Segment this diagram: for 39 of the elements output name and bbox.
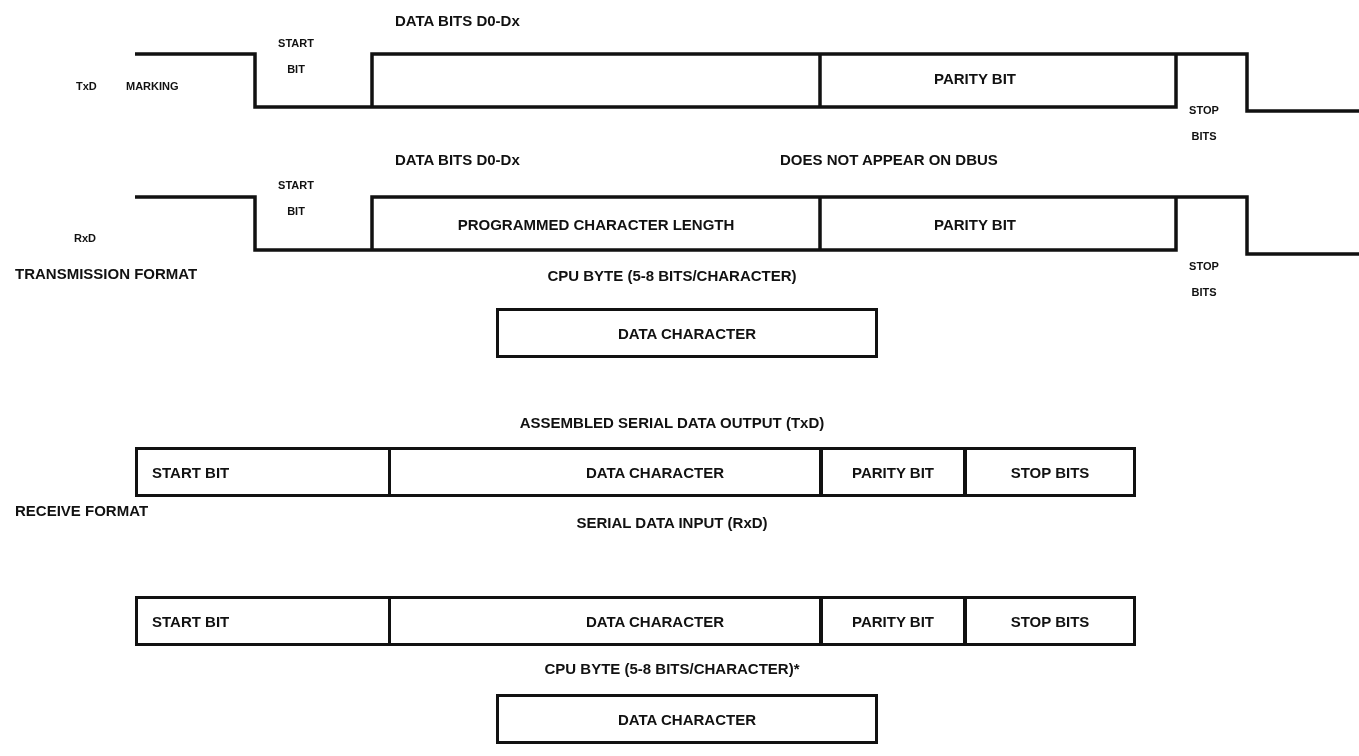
- caption: ASSEMBLED SERIAL DATA OUTPUT (TxD): [519, 414, 825, 432]
- field-label: DATA CHARACTER: [617, 324, 756, 342]
- annotation: DATA BITS D0-Dx: [395, 12, 520, 30]
- field-label: START BIT: [152, 463, 230, 481]
- field-label: PARITY BIT: [852, 463, 934, 481]
- field-box: [388, 596, 822, 646]
- field-box: [496, 694, 878, 744]
- bit-label: START BIT: [277, 178, 315, 219]
- section-heading: RECEIVE FORMAT: [15, 502, 149, 520]
- field-box: [820, 596, 966, 646]
- bit-label: PARITY BIT: [934, 216, 1016, 234]
- field-box: [135, 447, 391, 497]
- caption: CPU BYTE (5-8 BITS/CHARACTER)*: [544, 660, 800, 678]
- bit-label: STOP BITS: [1188, 103, 1220, 144]
- field-box: [135, 596, 391, 646]
- signal-name: TxD: [76, 79, 97, 94]
- field-box: [964, 447, 1136, 497]
- bit-label: PARITY BIT: [934, 70, 1016, 88]
- field-label: STOP BITS: [1010, 612, 1090, 630]
- field-label: DATA CHARACTER: [617, 710, 756, 728]
- field-label: PARITY BIT: [852, 612, 934, 630]
- field-box: [388, 447, 822, 497]
- bit-label: MARKING: [126, 79, 179, 94]
- field-label: STOP BITS: [1010, 463, 1090, 481]
- bit-label: STOP BITS: [1188, 259, 1220, 300]
- caption: CPU BYTE (5-8 BITS/CHARACTER): [547, 267, 797, 285]
- caption: SERIAL DATA INPUT (RxD): [576, 514, 768, 532]
- bit-label: START BIT: [277, 36, 315, 77]
- section-heading: TRANSMISSION FORMAT: [15, 265, 198, 283]
- field-label: PROGRAMMED CHARACTER LENGTH: [457, 216, 735, 234]
- field-box: [820, 447, 966, 497]
- annotation: DATA BITS D0-Dx: [395, 151, 520, 169]
- field-label: DATA CHARACTER: [585, 612, 724, 630]
- annotation: DOES NOT APPEAR ON DBUS: [780, 151, 998, 169]
- field-box: [496, 308, 878, 358]
- field-box: [964, 596, 1136, 646]
- field-label: DATA CHARACTER: [585, 463, 724, 481]
- signal-name: RxD: [74, 231, 96, 246]
- field-label: START BIT: [152, 612, 230, 630]
